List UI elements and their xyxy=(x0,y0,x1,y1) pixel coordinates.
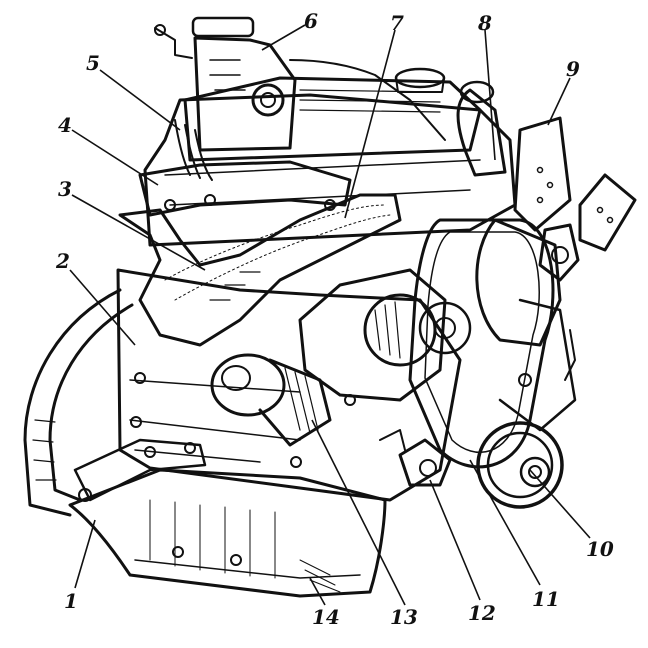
fan-belt xyxy=(408,218,555,469)
callout-3: 3 xyxy=(58,177,72,201)
oil-pan xyxy=(68,468,387,598)
callout-2: 2 xyxy=(55,249,70,273)
engine-illustration xyxy=(23,16,637,598)
leader-8 xyxy=(484,29,496,161)
leader-3 xyxy=(71,194,206,271)
callout-9: 9 xyxy=(566,57,580,81)
leader-4 xyxy=(71,129,159,186)
leader-1 xyxy=(74,519,96,589)
water-pump xyxy=(475,218,577,432)
fan-assembly xyxy=(513,116,637,282)
leader-2 xyxy=(69,269,136,346)
intake-manifold xyxy=(138,160,352,217)
callout-13: 13 xyxy=(390,605,418,629)
oil-filter xyxy=(210,353,332,447)
leader-5 xyxy=(99,69,181,131)
callout-7: 7 xyxy=(390,11,404,35)
callout-11: 11 xyxy=(532,587,560,611)
oil-filler-cap xyxy=(394,67,446,93)
starter-sensor xyxy=(379,429,452,487)
leader-9 xyxy=(547,77,571,126)
leader-13 xyxy=(311,419,406,606)
callout-labels: 1 2 3 4 5 6 7 8 9 10 11 12 13 14 xyxy=(55,9,614,629)
leader-12 xyxy=(429,479,481,601)
crankshaft-pulley xyxy=(476,421,564,509)
callout-5: 5 xyxy=(86,51,100,75)
exhaust-manifold xyxy=(118,193,402,347)
leader-6 xyxy=(261,24,306,51)
callout-4: 4 xyxy=(58,113,72,137)
breather-pipe xyxy=(456,80,507,177)
callout-1: 1 xyxy=(64,589,78,613)
callout-leaders xyxy=(69,24,591,606)
callout-12: 12 xyxy=(468,601,496,625)
leader-7 xyxy=(344,29,396,219)
callout-8: 8 xyxy=(477,11,492,35)
engine-mount-bracket xyxy=(73,438,207,502)
alternator xyxy=(298,268,472,402)
leader-11 xyxy=(469,459,541,586)
valve-cover xyxy=(183,76,482,162)
callout-10: 10 xyxy=(586,537,614,561)
leader-10 xyxy=(529,469,591,539)
callout-14: 14 xyxy=(312,605,340,629)
callout-6: 6 xyxy=(304,9,318,33)
leader-14 xyxy=(309,577,326,606)
